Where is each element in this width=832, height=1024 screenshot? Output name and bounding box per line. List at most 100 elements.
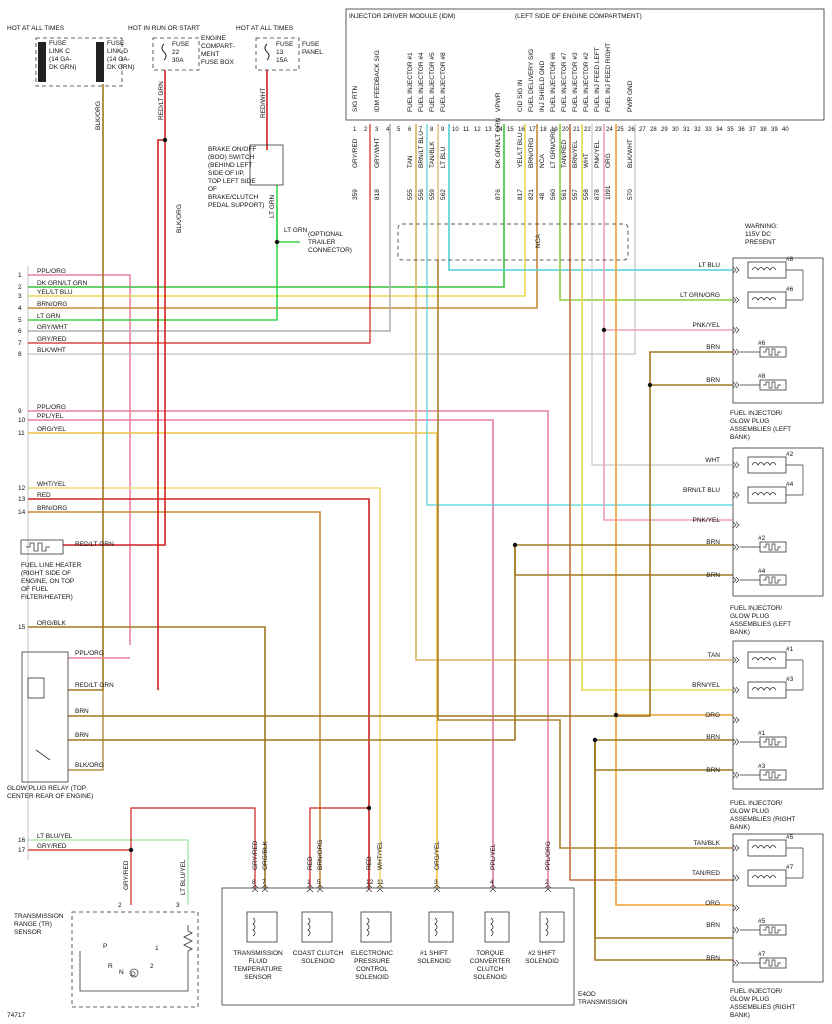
heater-element-icon (763, 543, 781, 551)
connector-wire-color: GRY/WHT (37, 324, 68, 331)
idm-pin-label: FUEL INJECTOR #7 (561, 52, 568, 112)
idm-wire-color: BRN/ORG (528, 138, 535, 168)
trans-component-label: SOLENOID (417, 958, 451, 965)
trans-wire-label: BRN/ORG (317, 840, 324, 870)
fuse-link-c-label: LINK C (49, 48, 70, 55)
bank-caption: GLOW PLUG (730, 418, 769, 425)
relay-coil-icon (27, 677, 45, 699)
injector-coil-icon (747, 456, 787, 474)
connector-wire-color: PPL/ORG (37, 268, 66, 275)
wire-ppl-org-2 (28, 410, 549, 890)
idm-pin-number: 10 (452, 127, 459, 133)
idm-pin-label: VPWR (495, 92, 502, 112)
connector-chevron-icon (251, 884, 259, 893)
idm-wire-color: TAN (407, 155, 414, 168)
wire-red-lt-grn (63, 70, 166, 546)
tr-position-label: N (119, 969, 124, 976)
injector-coil-icon (747, 651, 787, 669)
connector-chevron-icon (732, 381, 740, 389)
idm-pin-label: INJ SHIELD GND (539, 60, 546, 112)
idm-wire-color: ORG (605, 153, 612, 168)
injector-number: #4 (786, 481, 794, 488)
idm-wire-circuit: 556 (418, 189, 425, 200)
tr-sensor-icon (71, 911, 199, 1008)
idm-pin-number: 36 (738, 127, 745, 133)
connector-wire-color: WHT/YEL (37, 481, 66, 488)
idm-pin-number: 30 (672, 127, 679, 133)
solenoid-icon (428, 911, 454, 943)
trans-wire-label: PPL/ORG (545, 841, 552, 870)
trans-component-label: CONVERTER (470, 958, 511, 965)
boo-switch-label: OF (208, 186, 217, 193)
boo-switch-label: SIDE OF I/P, (208, 170, 245, 177)
trans-wire-label: PPL/YEL (490, 843, 497, 870)
bank-caption: FUEL INJECTOR/ (730, 605, 783, 612)
connector-pin-number: 7 (18, 340, 22, 347)
trans-component-label: SENSOR (244, 974, 272, 981)
trans-component-label: TRANSMISSION (233, 950, 283, 957)
connector-chevron-icon (261, 884, 269, 893)
connector-pin-number: 4 (18, 305, 22, 312)
coil-icon (751, 297, 777, 301)
trans-wire-label: RED (307, 856, 314, 870)
heater-element-icon (763, 576, 781, 584)
idm-wire-color: DK GRN/LT GRN (495, 117, 502, 168)
injector-number: #8 (786, 256, 794, 263)
injector-wire-label: BRN (706, 572, 720, 579)
wire-red (28, 498, 370, 890)
trans-component-label: CONTROL (356, 966, 388, 973)
idm-wire-color: WHT (583, 153, 590, 168)
idm-wire-color: LT GRN/ORG (550, 128, 557, 168)
idm-pin-number: 3 (375, 127, 379, 133)
idm-wire-color: GRY/RED (352, 138, 359, 168)
relay-wire-label: BRN (75, 732, 89, 739)
injector-coil-icon (747, 486, 787, 504)
heater-element-icon (763, 348, 781, 356)
splice-dot (128, 847, 134, 853)
glow-plug-number: #3 (758, 763, 766, 770)
bank-caption: GLOW PLUG (730, 996, 769, 1003)
heater-element-icon (26, 542, 50, 552)
tr-wire-label: LT BLU/YEL (180, 859, 187, 895)
connector-pin-number: 6 (18, 328, 22, 335)
idm-pin-number: 14 (496, 127, 503, 133)
connector-chevron-icon (732, 771, 740, 779)
wire-wht-yel (28, 487, 381, 890)
injector-coil-icon (747, 291, 787, 309)
wire-label-blk-org: BLK/ORG (176, 204, 183, 233)
wire-org-feed-right-2 (615, 715, 733, 906)
idm-wire-circuit: 876 (495, 189, 502, 200)
bank-caption: GLOW PLUG (730, 808, 769, 815)
trans-component-label: #1 SHIFT (420, 950, 448, 957)
wire-lt-grn-org-inj6 (559, 124, 733, 301)
bank-caption: FUEL INJECTOR/ (730, 800, 783, 807)
tr-sensor-label: TRANSMISSION (14, 913, 64, 920)
idm-pin-label: IDM FEEDBACK SIG (374, 50, 381, 112)
trans-component-label: SOLENOID (473, 974, 507, 981)
connector-pin-number: 11 (18, 430, 25, 437)
splice-dot (647, 382, 653, 388)
idm-pin-label: FUEL INJECTOR #6 (550, 52, 557, 112)
idm-wire-circuit: 558 (583, 189, 590, 200)
idm-wire-color: GRY/WHT (374, 137, 381, 168)
wire-label-lt-grn: LT GRN (269, 194, 276, 218)
bank-caption: FUEL INJECTOR/ (730, 988, 783, 995)
coil-icon (751, 267, 777, 271)
wire-red-lt-grn-relay (157, 139, 165, 690)
connector-pin-number: 9 (18, 408, 22, 415)
tr-sensor-label: SENSOR (14, 929, 42, 936)
relay-wire-label: PPL/ORG (75, 650, 104, 657)
connector-wire-color: GRY/RED (37, 336, 67, 343)
trans-component-label: #2 SHIFT (528, 950, 556, 957)
idm-wire-circuit: 562 (440, 189, 447, 200)
bank-caption: ASSEMBLIES (LEFT (730, 426, 791, 433)
fuse-link-c-label: DK GRN) (49, 64, 76, 71)
connector-pin-number: 12 (18, 485, 26, 492)
injector-number: #7 (786, 864, 794, 871)
idm-pin-label: FUEL INJECTOR #3 (572, 52, 579, 112)
idm-pin-number: 12 (474, 127, 481, 133)
idm-pin-number: 6 (408, 127, 412, 133)
fuse-link-c-icon (38, 42, 46, 82)
fuse-link-d-label: (14 GA- (107, 56, 130, 63)
trans-component-label: SOLENOID (525, 958, 559, 965)
